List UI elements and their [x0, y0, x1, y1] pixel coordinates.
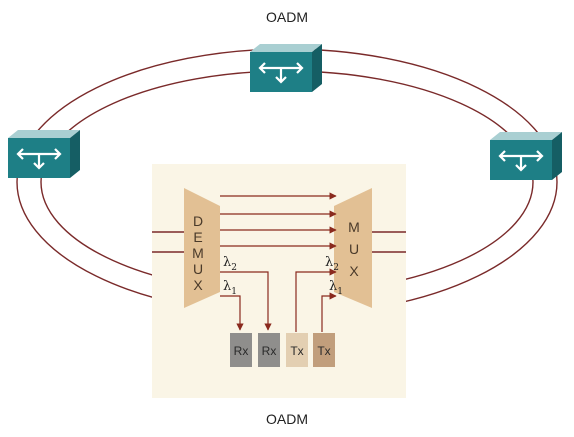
add-lambda-2: λ2	[325, 255, 339, 273]
add-lambda-1: λ1	[329, 279, 343, 297]
top-node-label: OADM	[266, 9, 308, 25]
terminal-boxes: Rx Rx Tx Tx	[230, 333, 335, 367]
add-arrow-lambda2	[295, 268, 337, 332]
drop-lambda-1: λ1	[223, 279, 237, 297]
mux-letter: M	[348, 219, 360, 235]
drop-lambda-2: λ2	[223, 255, 237, 273]
oadm-node-left	[8, 130, 80, 178]
express-channels	[220, 192, 337, 250]
tx-label-1: Tx	[290, 344, 303, 358]
add-channels	[295, 268, 337, 332]
add-arrow-lambda1	[321, 292, 337, 332]
mux-letter: X	[349, 263, 359, 279]
tx-box-2	[313, 333, 335, 367]
oadm-node-top	[250, 44, 322, 92]
drop-channels	[220, 271, 272, 331]
rx-box-1	[230, 333, 252, 367]
demux-letter: D	[193, 213, 203, 229]
drop-arrow-lambda1	[220, 295, 244, 331]
rx-box-2	[258, 333, 280, 367]
demux-letter: E	[193, 229, 202, 245]
mux-letter: U	[349, 241, 359, 257]
rx-label-2: Rx	[262, 344, 277, 358]
rx-label-1: Rx	[234, 344, 249, 358]
bidirectional-drop-arrow-icon	[16, 148, 62, 170]
bidirectional-drop-arrow-icon	[498, 150, 544, 172]
panel-fiber-links	[152, 231, 406, 253]
tx-box-1	[286, 333, 308, 367]
bidirectional-drop-arrow-icon	[258, 62, 304, 84]
mux-block: M U X	[334, 188, 372, 308]
demux-letter: U	[193, 261, 203, 277]
demux-letter: M	[192, 245, 204, 261]
tx-label-2: Tx	[317, 344, 330, 358]
oadm-node-right	[490, 132, 562, 180]
bottom-node-label: OADM	[266, 411, 308, 427]
drop-arrow-lambda2	[220, 271, 272, 331]
lambda-labels: λ2 λ1 λ2 λ1	[223, 255, 343, 297]
demux-block: D E M U X	[184, 188, 220, 308]
demux-letter: X	[193, 277, 203, 293]
